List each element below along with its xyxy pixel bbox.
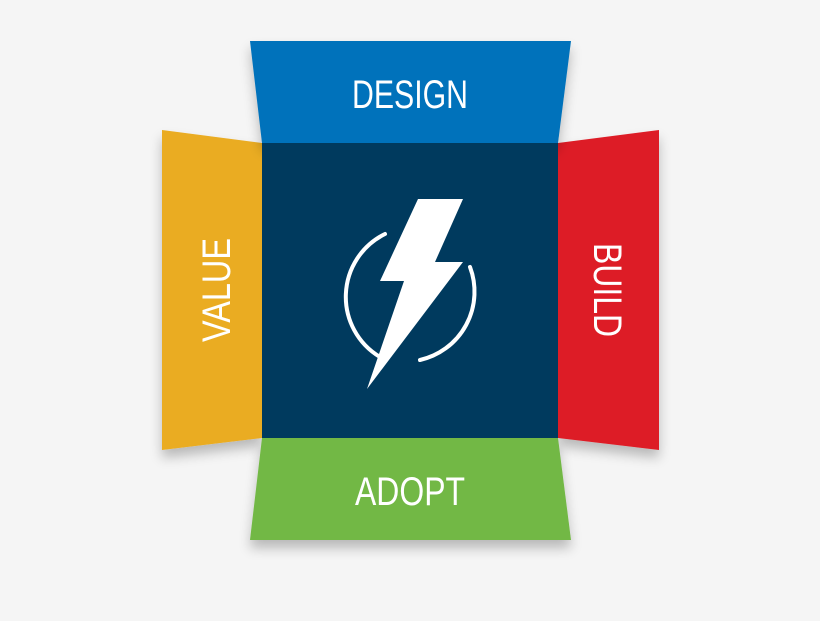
value-panel [162,130,262,450]
adopt-label: ADOPT [355,470,465,514]
build-panel [558,130,659,450]
design-label: DESIGN [352,73,468,117]
adopt-panel [250,438,571,540]
lightning-bolt-icon [343,199,477,389]
design-panel [250,41,571,143]
build-label: BUILD [585,243,629,337]
value-label: VALUE [195,238,239,342]
